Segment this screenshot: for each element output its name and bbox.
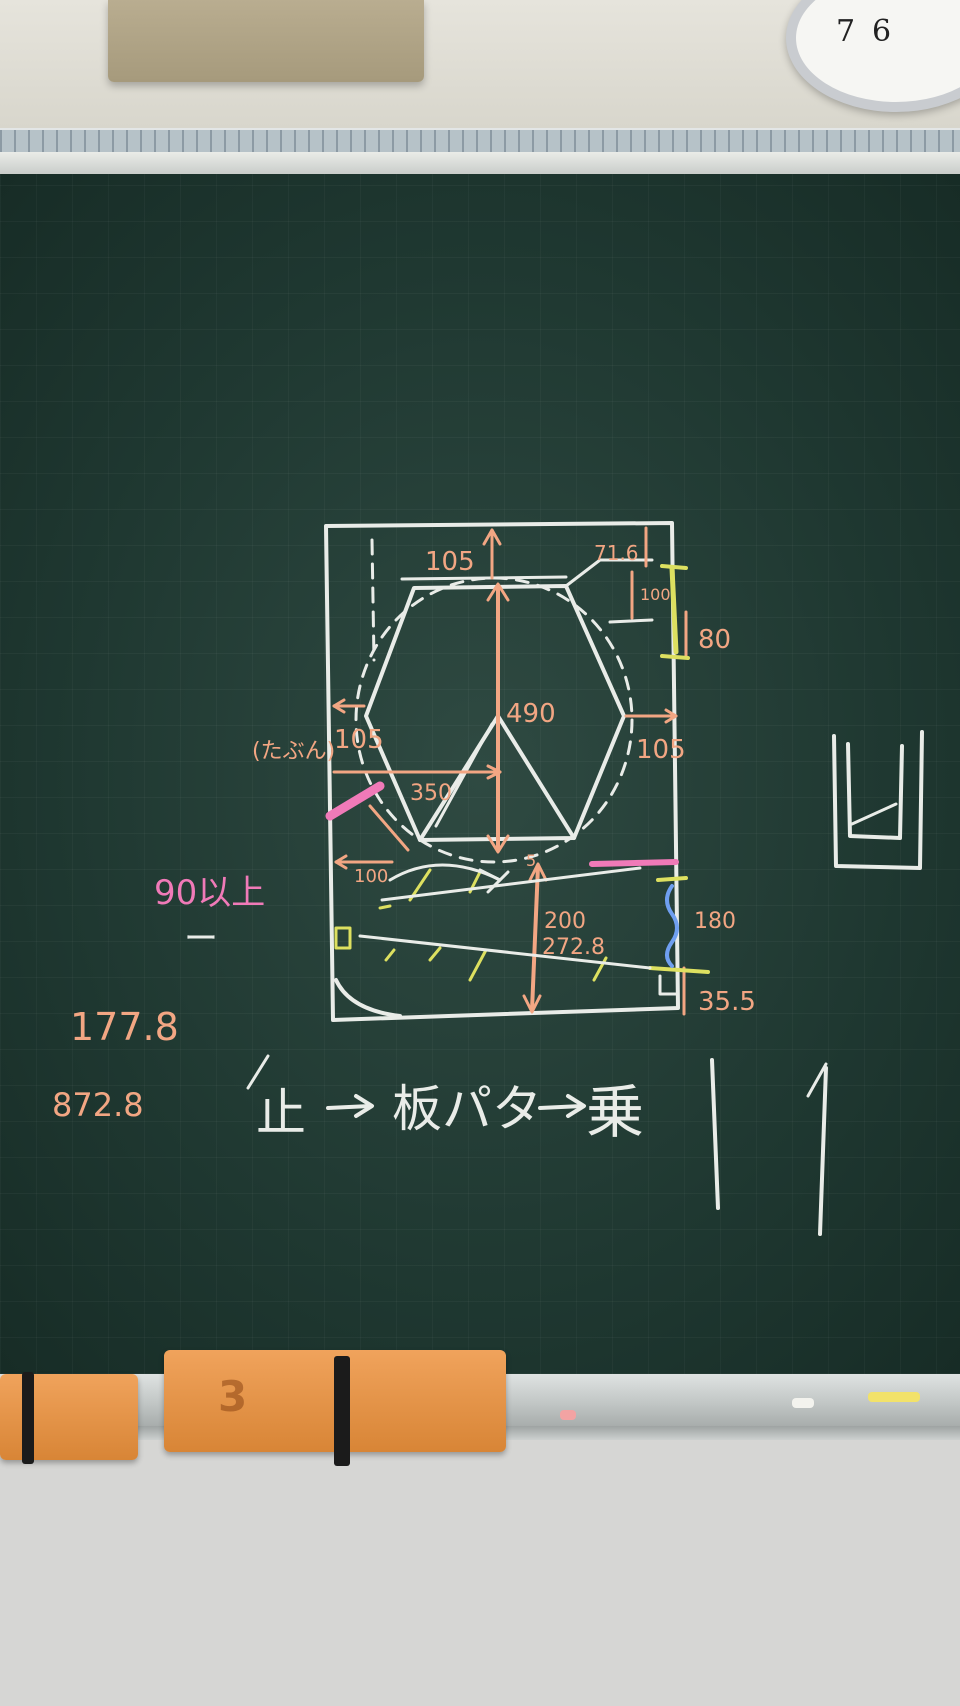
label-bottom-right: 35.5 [698,987,756,1017]
note-requirement: 90以上 [154,873,265,913]
chalk-stick-yellow[interactable] [868,1392,920,1402]
flow-step-2: 板パタ [392,1080,542,1138]
wall-clock: 7 6 [786,0,960,112]
chalk-stick-pink[interactable] [560,1410,576,1420]
label-right-blue: 180 [694,909,736,934]
note-calc-2: 872.8 [52,1086,144,1124]
label-right-gap: 105 [636,735,686,765]
board-frame-top [0,152,960,174]
label-left-gap: 105 [334,725,384,755]
label-top-gap: 105 [425,547,475,577]
eraser-strap [22,1372,34,1464]
eraser-number: 3 [218,1372,248,1421]
label-right-yellow: 80 [698,625,731,655]
outer-frame-lines [324,521,680,1022]
flow-step-1: 止 [256,1084,306,1142]
hexagon-outline [364,584,626,842]
label-lower-left-gap: 100 [354,866,388,887]
chalk-stick-white[interactable] [792,1398,814,1408]
label-right-small: 100 [640,585,671,604]
wall-bottom [0,1440,960,1706]
label-half-width: 350 [410,781,452,806]
clock-numeral-7: 7 [836,14,856,49]
eraser-left[interactable] [0,1374,138,1460]
label-height-b: 272.8 [542,935,605,960]
label-small-gap: 5 [526,851,536,870]
label-hexagon-height: 490 [506,699,556,729]
chalkboard [0,174,960,1374]
note-dash: ー [184,919,218,959]
clock-numeral-6: 6 [872,14,892,49]
flow-step-3: 乗 [586,1078,644,1146]
note-calc-1: 177.8 [70,1005,179,1049]
speaker-box [108,0,424,82]
eraser-strap [334,1356,350,1466]
label-height-a: 200 [544,909,586,934]
label-top-right-corner: 71.6 [594,541,639,565]
label-left-note: (たぶん) [252,739,335,764]
